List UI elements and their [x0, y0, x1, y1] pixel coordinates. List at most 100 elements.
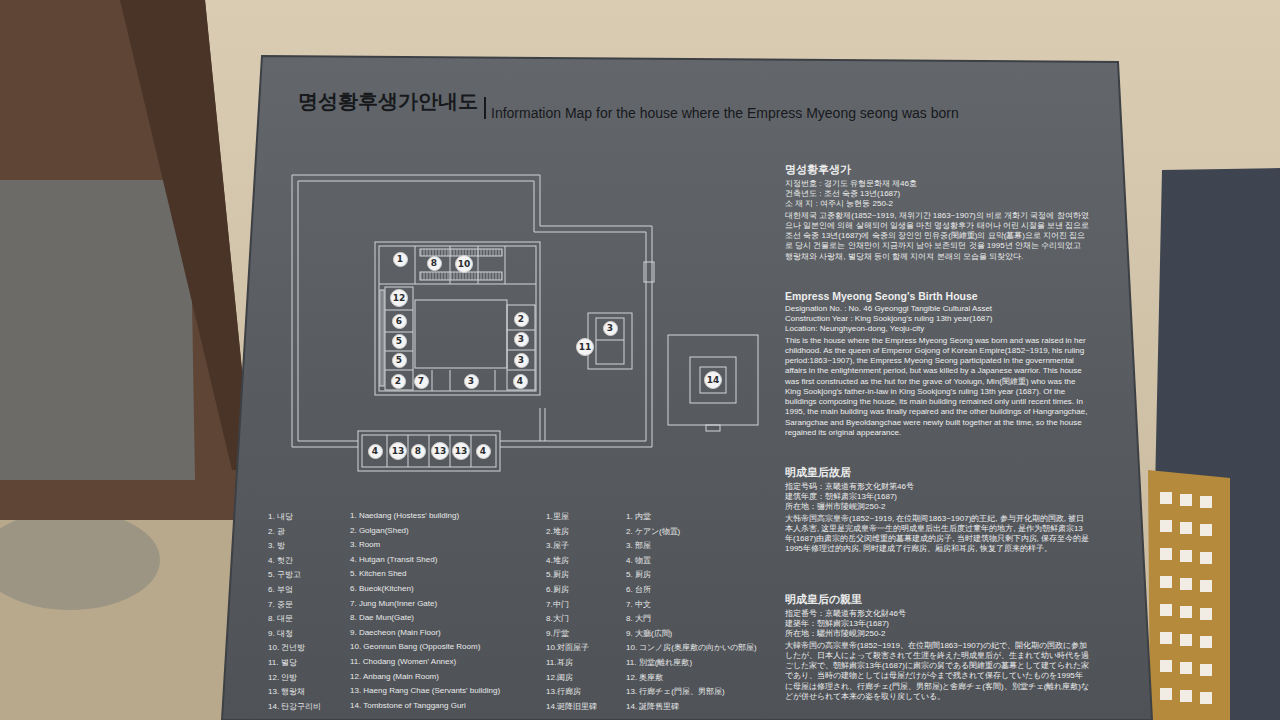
callout-circle: 10 — [455, 255, 473, 273]
description-paragraph: 大韩帝国高宗皇帝(1852~1919, 在位期间1863~1907)的王妃, 参… — [785, 514, 1090, 555]
key-entry: 11.耳房 — [546, 657, 573, 668]
section-heading: 명성황후생가 — [785, 163, 1090, 177]
callout-number: 13 — [434, 447, 447, 456]
site-plan — [292, 175, 758, 471]
meta-line: 建築年：朝鮮粛宗13年(1687) — [785, 619, 1090, 629]
key-entry: 9.厅堂 — [546, 628, 569, 639]
callout-number: 8 — [431, 259, 437, 268]
key-entry: 2. ケアン(物置) — [626, 526, 680, 537]
callout-circle: 2 — [514, 312, 529, 327]
callout-number: 4 — [517, 377, 523, 386]
callout-circle: 1 — [393, 252, 408, 267]
key-entry: 12. 奥座敷 — [626, 672, 663, 683]
key-entry: 10. コンノ房(奥座敷の向かいの部屋) — [626, 642, 757, 653]
callout-number: 3 — [518, 335, 524, 344]
callout-circle: 3 — [514, 353, 529, 368]
callout-circle: 13 — [431, 442, 449, 460]
callout-circle: 8 — [411, 444, 426, 459]
callout-circle: 2 — [391, 374, 406, 389]
english-title: Information Map for the house where the … — [491, 105, 959, 121]
callout-circle: 6 — [392, 314, 407, 329]
callout-circle: 13 — [389, 442, 407, 460]
key-entry: 4. 헛간 — [268, 555, 293, 566]
meta-line: 所在地：驪州市陵峴洞250-2 — [785, 629, 1090, 639]
callout-number: 13 — [392, 447, 405, 456]
callout-circle: 4 — [476, 444, 491, 459]
key-entry: 14. Tombstone of Tanggang Guri — [350, 701, 466, 710]
key-entry: 14. 誕降舊里碑 — [626, 701, 679, 712]
key-entry: 2. Golgan(Shed) — [350, 526, 409, 535]
section-heading: Empress Myeong Seong's Birth House — [785, 290, 1090, 302]
callout-circle: 5 — [392, 353, 407, 368]
meta-line: 지정번호 : 경기도 유형문화재 제46호 — [785, 179, 1090, 189]
key-entry: 11. Chodang (Women' Annex) — [350, 657, 456, 666]
description-section: 明成皇后故居指定号码：京畿道有形文化财第46号建筑年度：朝鲜肃宗13年(1687… — [785, 466, 1090, 555]
callout-circle: 4 — [368, 444, 383, 459]
key-entry: 13.行廊房 — [546, 686, 581, 697]
key-entry: 3. 방 — [268, 540, 285, 551]
key-entry: 9. Daecheon (Main Floor) — [350, 628, 441, 637]
section-heading: 明成皇后の親里 — [785, 593, 1090, 607]
callout-number: 4 — [480, 447, 486, 456]
description-section: 明成皇后の親里指定番号：京畿道有形文化財46号建築年：朝鮮粛宗13年(1687)… — [785, 593, 1090, 702]
key-entry: 4. 物置 — [626, 555, 651, 566]
key-entry: 7.中门 — [546, 599, 569, 610]
key-entry: 13. 행랑채 — [268, 686, 305, 697]
key-entry: 13. Haeng Rang Chae (Servants' building) — [350, 686, 500, 695]
key-entry: 3. 部屋 — [626, 540, 651, 551]
callout-circle: 3 — [464, 374, 479, 389]
meta-line: Designation No. : No. 46 Gyeonggi Tangib… — [785, 304, 1090, 314]
callout-circle: 3 — [514, 332, 529, 347]
description-section: Empress Myeong Seong's Birth HouseDesign… — [785, 290, 1090, 438]
callout-number: 13 — [455, 447, 468, 456]
key-entry: 5. 厨房 — [626, 569, 651, 580]
callout-number: 3 — [518, 356, 524, 365]
key-entry: 1. Naedang (Hostess' building) — [350, 511, 459, 520]
key-entry: 11. 別堂(離れ座敷) — [626, 657, 692, 668]
key-entry: 13. 行廊チェ(門屋、男部屋) — [626, 686, 725, 697]
key-entry: 14. 탄강구리비 — [268, 701, 321, 712]
key-entry: 8. 大門 — [626, 613, 651, 624]
key-entry: 6. 台所 — [626, 584, 651, 595]
callout-number: 11 — [579, 343, 592, 352]
callout-number: 5 — [396, 337, 402, 346]
description-paragraph: 대한제국 고종황제(1852~1919, 재위기간 1863~1907)의 비로… — [785, 211, 1090, 262]
callout-number: 12 — [393, 294, 406, 303]
callout-circle: 11 — [576, 338, 594, 356]
key-entry: 1. 내당 — [268, 511, 293, 522]
meta-line: 건축년도 : 조선 숙종 13년(1687) — [785, 189, 1090, 199]
key-entry: 3.屋子 — [546, 540, 569, 551]
key-entry: 8.大门 — [546, 613, 569, 624]
key-entry: 4. Hutgan (Transit Shed) — [350, 555, 437, 564]
key-entry: 12.闺房 — [546, 672, 573, 683]
key-entry: 1.里屋 — [546, 511, 569, 522]
callout-number: 7 — [418, 377, 424, 386]
meta-line: 所在地：骊州市陵岘洞250-2 — [785, 502, 1090, 512]
key-entry: 4.堆房 — [546, 555, 569, 566]
callout-circle: 5 — [392, 334, 407, 349]
key-entry: 5.厨房 — [546, 569, 569, 580]
callout-circle: 13 — [452, 442, 470, 460]
meta-line: 指定号码：京畿道有形文化财第46号 — [785, 482, 1090, 492]
key-entry: 14.诞降旧里碑 — [546, 701, 597, 712]
callout-number: 1 — [397, 255, 403, 264]
title-separator — [484, 97, 486, 119]
callout-number: 5 — [396, 356, 402, 365]
meta-line: Construction Year : King Sookjong's ruli… — [785, 314, 1090, 324]
key-entry: 3. Room — [350, 540, 380, 549]
key-entry: 5. 구방고 — [268, 569, 301, 580]
key-entry: 7. 中文 — [626, 599, 651, 610]
callout-number: 2 — [395, 377, 401, 386]
key-entry: 9. 대청 — [268, 628, 293, 639]
section-heading: 明成皇后故居 — [785, 466, 1090, 480]
key-entry: 10. Geonnun Bang (Opposite Room) — [350, 642, 480, 651]
key-entry: 6.厨房 — [546, 584, 569, 595]
callout-number: 8 — [415, 447, 421, 456]
callout-circle: 8 — [427, 256, 442, 271]
description-paragraph: 大韓帝国の高宗皇帝(1852~1919、在位期間1863~1907)の妃で、開化… — [785, 641, 1090, 702]
callout-number: 4 — [372, 447, 378, 456]
key-entry: 6. Bueok(Kitchen) — [350, 584, 414, 593]
key-entry: 5. Kitchen Shed — [350, 569, 406, 578]
callout-circle: 4 — [513, 374, 528, 389]
